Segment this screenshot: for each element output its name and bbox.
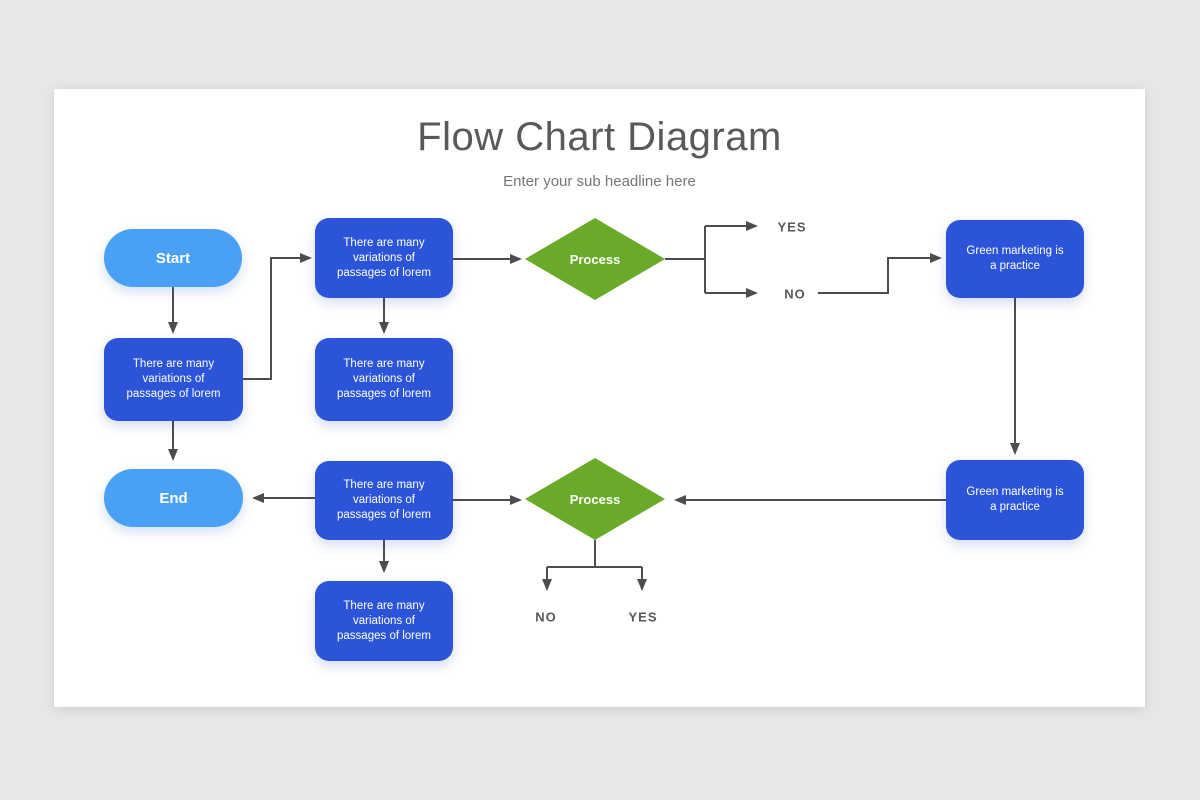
slide-canvas: Flow Chart Diagram Enter your sub headli… (54, 89, 1145, 707)
flowchart-connectors (168, 221, 1020, 591)
node-process-top-label: Process (569, 251, 621, 267)
node-end[interactable]: End (104, 469, 243, 527)
branch-label-yes-top: YES (777, 219, 807, 235)
node-green-top[interactable]: Green marketing is a practice (946, 220, 1084, 298)
connector-process-bottom-branch-trunk (547, 540, 642, 568)
connector-lorem-left-to-lorem-top (243, 253, 312, 380)
node-lorem-top[interactable]: There are many variations of passages of… (315, 218, 453, 298)
connector-process-top-branch-trunk (665, 226, 706, 293)
node-end-label: End (159, 489, 188, 507)
node-start-label: Start (155, 249, 191, 267)
node-lorem-bottom[interactable]: There are many variations of passages of… (315, 581, 453, 661)
node-lorem-bottom-label: There are many variations of passages of… (337, 599, 431, 642)
node-start[interactable]: Start (104, 229, 242, 287)
node-lorem-left[interactable]: There are many variations of passages of… (104, 338, 243, 421)
node-lorem-row3-label: There are many variations of passages of… (337, 479, 431, 521)
connector-no-to-green-top (818, 253, 942, 294)
node-process-bottom-label: Process (569, 491, 621, 507)
branch-label-no-bottom: NO (535, 609, 557, 625)
node-green-bottom-label: Green marketing is a practice (966, 486, 1064, 513)
branch-label-no-top: NO (784, 286, 806, 302)
node-lorem-top-label: There are many variations of passages of… (337, 236, 431, 279)
node-green-bottom[interactable]: Green marketing is a practice (946, 460, 1084, 540)
node-lorem-mid-label: There are many variations of passages of… (337, 358, 431, 400)
node-lorem-left-label: There are many variations of passages of… (126, 358, 221, 400)
page-subtitle: Enter your sub headline here (503, 173, 696, 190)
node-lorem-row3[interactable]: There are many variations of passages of… (315, 461, 453, 540)
branch-label-yes-bottom: YES (628, 609, 658, 625)
node-green-top-label: Green marketing is a practice (966, 245, 1064, 272)
node-lorem-mid[interactable]: There are many variations of passages of… (315, 338, 453, 421)
page-title: Flow Chart Diagram (417, 115, 782, 159)
